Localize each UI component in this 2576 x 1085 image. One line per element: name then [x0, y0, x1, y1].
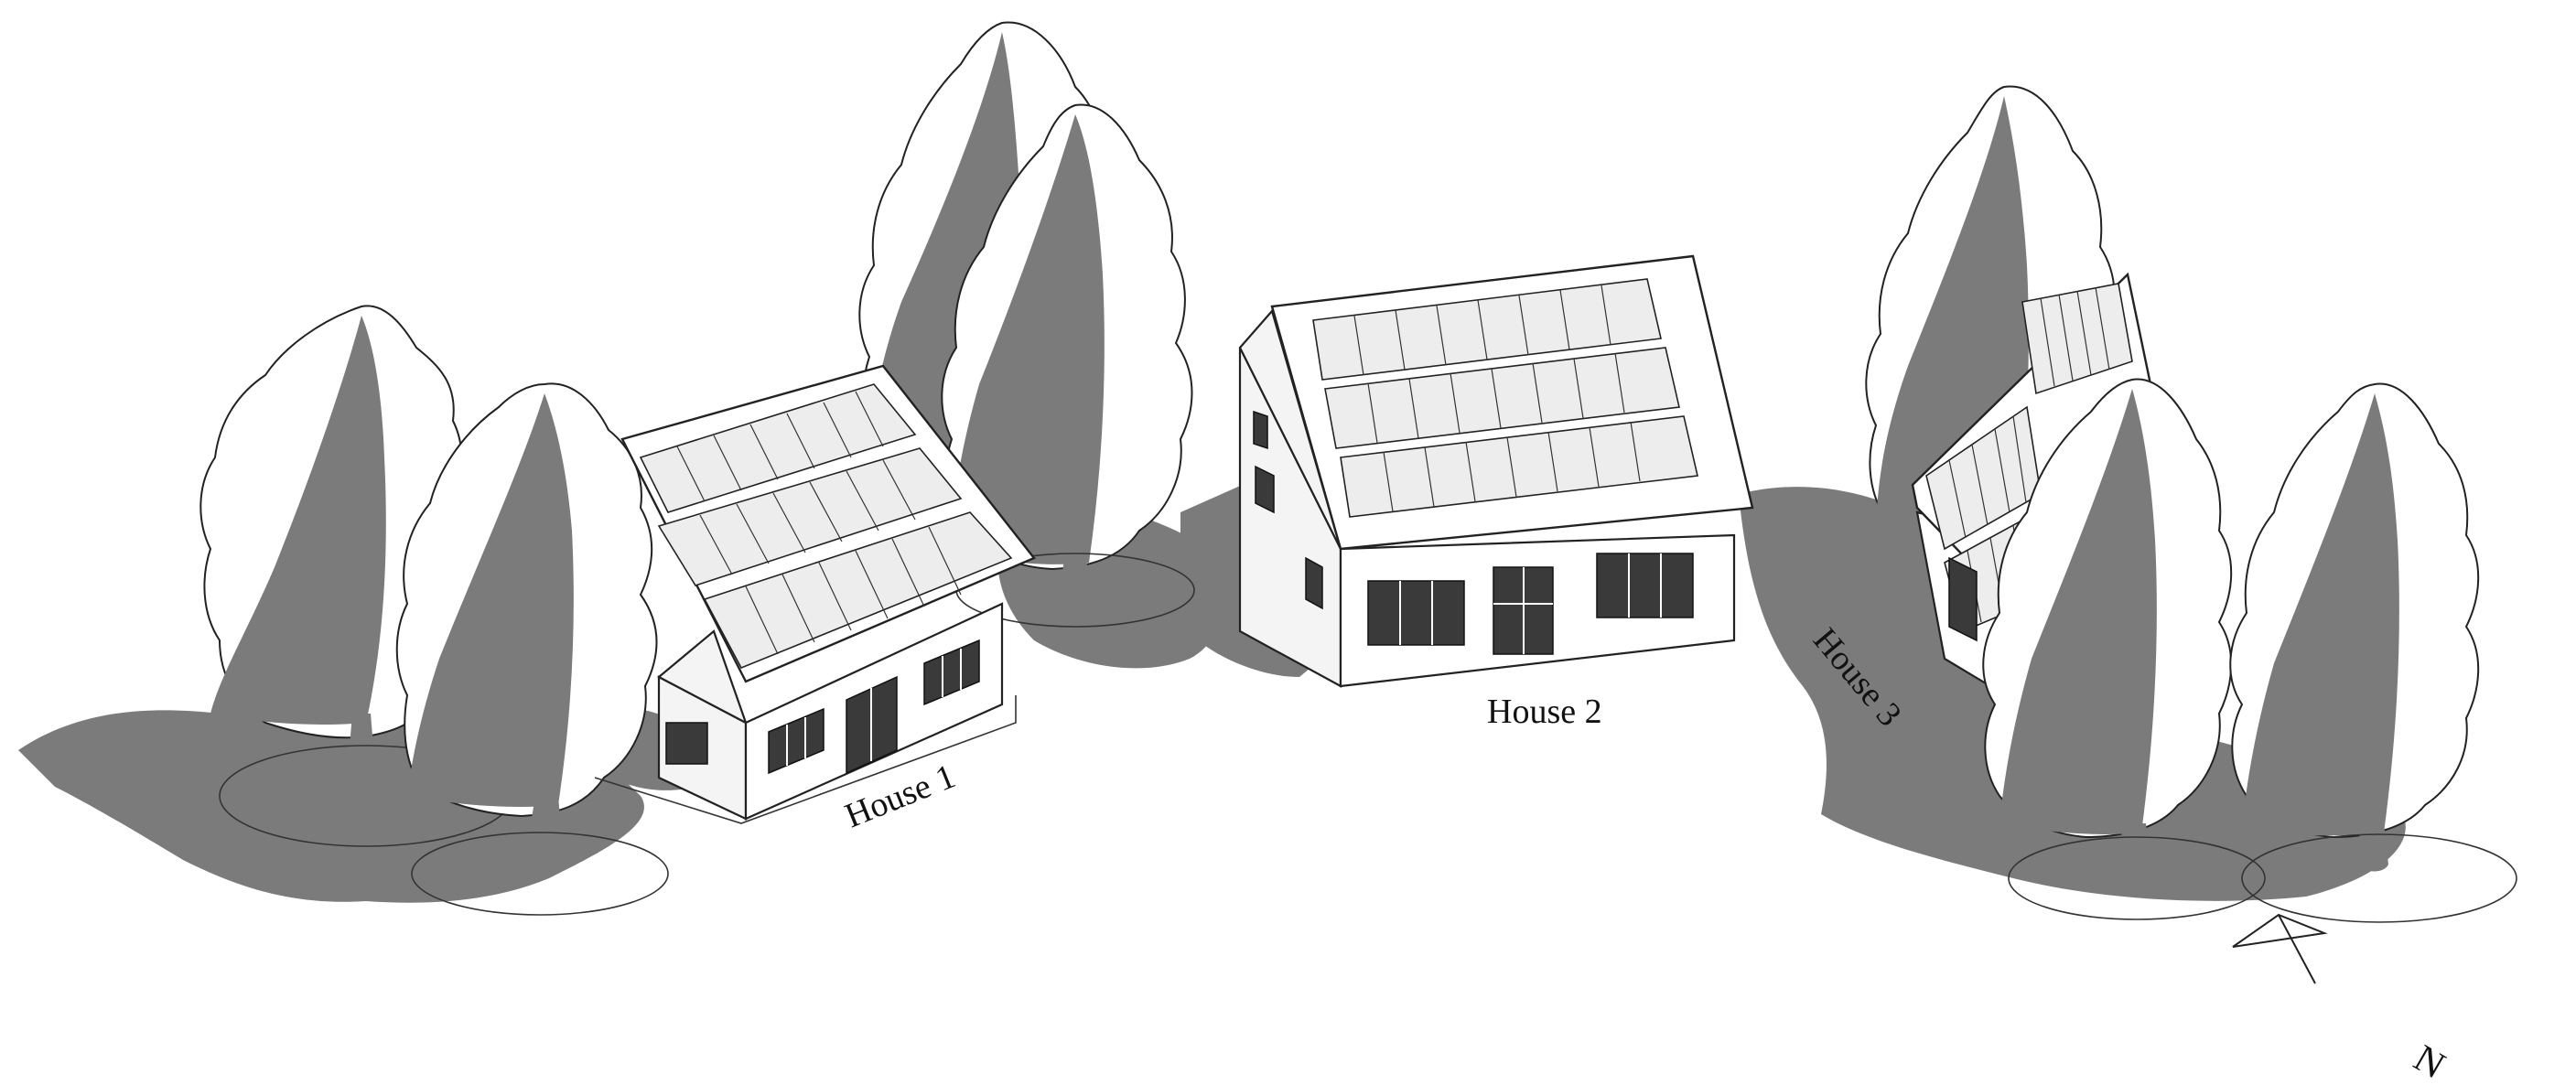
tree-6: [1982, 378, 2266, 920]
house-1-solar-panels: [639, 383, 1013, 670]
tree-7: [2229, 382, 2517, 923]
house-2-solar-panels: [1312, 278, 1698, 518]
house-1: [594, 364, 1036, 824]
north-arrow: N: [2232, 913, 2452, 1085]
house-1-window: [665, 722, 708, 765]
house-2-label: House 2: [1487, 693, 1602, 731]
house-2: [1238, 254, 1754, 688]
compass-north-label: N: [2407, 1037, 2452, 1085]
tree-2: [395, 382, 669, 916]
tree-4: [941, 103, 1195, 628]
